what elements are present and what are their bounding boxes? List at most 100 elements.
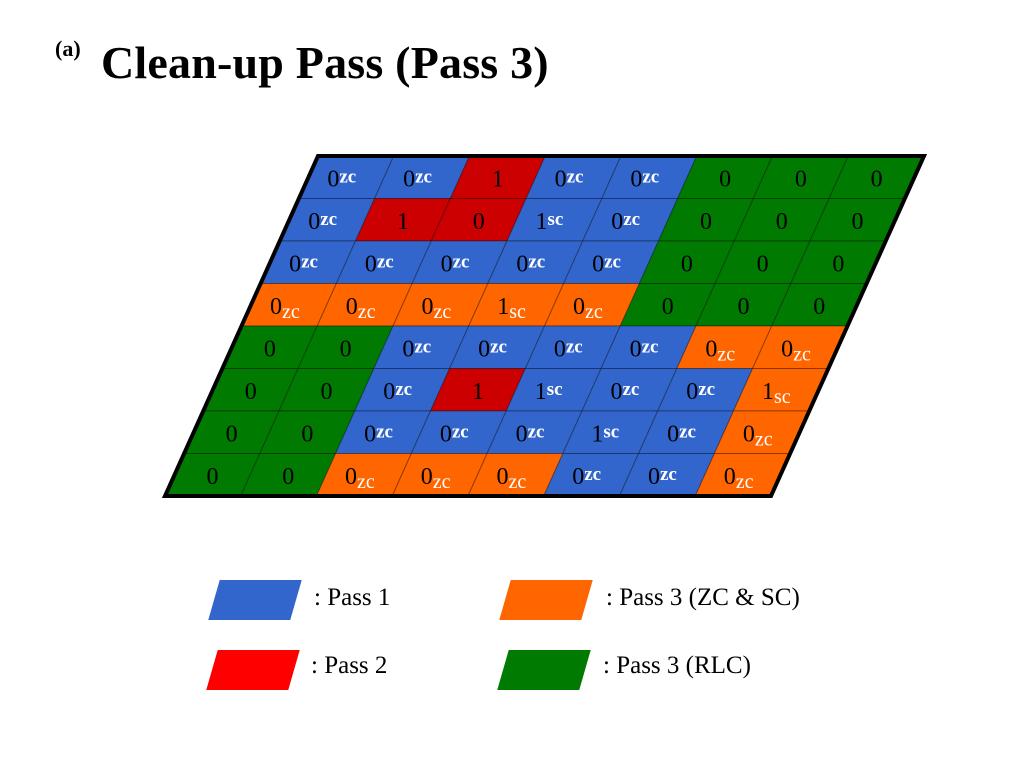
cell-bit-value: 0 <box>403 166 415 192</box>
cell-coding-tag: sc <box>547 209 563 230</box>
cell-bit-value: 0 <box>421 464 433 490</box>
cell-bit-value: 0 <box>245 379 257 405</box>
cell-coding-tag: zc <box>376 421 393 442</box>
cell-bit-value: 0 <box>364 421 376 447</box>
cell-bit-value: 1 <box>492 166 504 192</box>
legend-swatch-pass3-rlc <box>497 650 591 690</box>
cell-bit-value: 0 <box>781 336 793 362</box>
cell-bit-value: 0 <box>662 294 674 320</box>
cell-coding-tag: zc <box>357 471 375 493</box>
cell-bit-value: 0 <box>832 251 844 277</box>
cell-bit-value: 0 <box>700 209 712 235</box>
cell-bit-value: 1 <box>762 379 774 405</box>
cell-coding-tag: zc <box>567 166 584 187</box>
cell-coding-tag: zc <box>490 336 507 357</box>
cell-bit-value: 0 <box>555 166 567 192</box>
grid-cell: 0 <box>183 410 280 454</box>
cell-bit-value: 0 <box>206 464 218 490</box>
cell-coding-tag: zc <box>415 166 432 187</box>
legend-swatch-pass3-zc-sc <box>499 580 593 620</box>
cell-coding-tag: zc <box>508 471 526 493</box>
cell-coding-tag: zc <box>453 251 470 272</box>
cell-coding-tag: zc <box>395 379 412 400</box>
legend-label-pass1: : Pass 1 <box>314 584 391 611</box>
cell-bit-value: 0 <box>757 251 769 277</box>
grid-cell: 0 <box>657 198 755 242</box>
cell-bit-value: 0 <box>686 379 698 405</box>
cell-coding-tag: sc <box>603 421 619 442</box>
cell-coding-tag: zc <box>301 251 318 272</box>
figure-tag: (a) <box>55 36 81 61</box>
cell-coding-tag: zc <box>452 421 469 442</box>
cell-bit-value: 0 <box>516 251 528 277</box>
cell-coding-tag: sc <box>774 386 791 408</box>
cell-bit-value: 0 <box>365 251 377 277</box>
cell-bit-value: 0 <box>592 251 604 277</box>
cell-bit-value: 0 <box>496 464 508 490</box>
grid-cell: 0 <box>297 325 394 369</box>
cell-bit-value: 0 <box>383 379 395 405</box>
legend-label-pass2: : Pass 2 <box>311 652 388 679</box>
cell-bit-value: 0 <box>630 336 642 362</box>
cell-bit-value: 0 <box>681 251 693 277</box>
legend-swatch-pass2 <box>206 650 300 690</box>
cell-coding-tag: zc <box>528 421 545 442</box>
cell-coding-tag: zc <box>414 336 431 357</box>
cell-coding-tag: zc <box>660 464 677 485</box>
cell-coding-tag: zc <box>377 251 394 272</box>
cell-coding-tag: zc <box>433 471 451 493</box>
cell-coding-tag: zc <box>282 301 300 323</box>
cell-coding-tag: zc <box>584 464 601 485</box>
cell-bit-value: 0 <box>289 251 301 277</box>
cell-bit-value: 0 <box>611 209 623 235</box>
cell-coding-tag: zc <box>433 301 451 323</box>
grid-cell: 0 <box>695 283 792 327</box>
cell-coding-tag: zc <box>717 343 735 365</box>
cell-coding-tag: zc <box>793 343 811 365</box>
cell-bit-value: 0 <box>573 294 585 320</box>
cell-bit-value: 0 <box>813 294 825 320</box>
grid-cell: 0 <box>733 198 830 242</box>
cell-bit-value: 0 <box>441 251 453 277</box>
cell-bit-value: 0 <box>421 294 433 320</box>
cell-coding-tag: zc <box>698 379 715 400</box>
cell-coding-tag: zc <box>755 428 773 450</box>
cell-bit-value: 0 <box>776 209 788 235</box>
grid-cell: 0 <box>278 368 375 412</box>
cell-coding-tag: zc <box>642 336 659 357</box>
cell-coding-tag: zc <box>604 251 621 272</box>
legend-swatch-pass1 <box>208 580 302 620</box>
cell-bit-value: 0 <box>308 209 320 235</box>
cell-bit-value: 0 <box>743 421 755 447</box>
cell-coding-tag: zc <box>358 301 376 323</box>
grid-cell: 0 <box>239 453 337 497</box>
cell-bit-value: 0 <box>440 421 452 447</box>
grid-cell: 0 <box>790 240 887 284</box>
cell-bit-value: 0 <box>282 464 294 490</box>
cell-coding-tag: zc <box>528 251 545 272</box>
cell-coding-tag: zc <box>736 471 754 493</box>
cell-bit-value: 0 <box>648 464 660 490</box>
cell-bit-value: 0 <box>345 464 357 490</box>
cell-bit-value: 0 <box>705 336 717 362</box>
cell-coding-tag: sc <box>509 301 526 323</box>
cell-coding-tag: sc <box>547 379 563 400</box>
cell-coding-tag: zc <box>585 301 603 323</box>
cell-bit-value: 0 <box>226 421 238 447</box>
legend-label-pass3-rlc: : Pass 3 (RLC) <box>603 652 751 679</box>
